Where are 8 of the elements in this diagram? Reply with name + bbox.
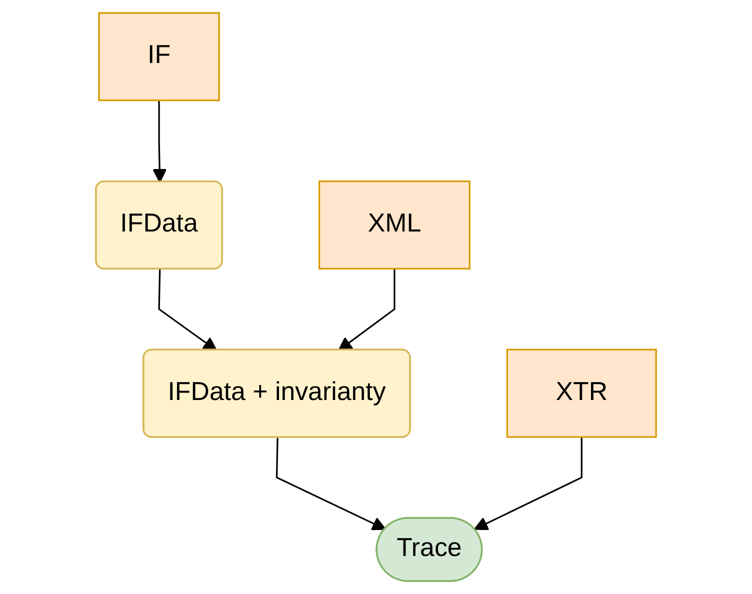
arrow: [338, 268, 396, 352]
node-box: XML: [318, 180, 470, 270]
arrow: [152, 100, 167, 183]
node-box: XTR: [506, 348, 657, 438]
arrow: [276, 438, 386, 530]
node-box: IF: [98, 12, 220, 102]
arrow: [158, 269, 218, 352]
arrow: [474, 437, 582, 530]
